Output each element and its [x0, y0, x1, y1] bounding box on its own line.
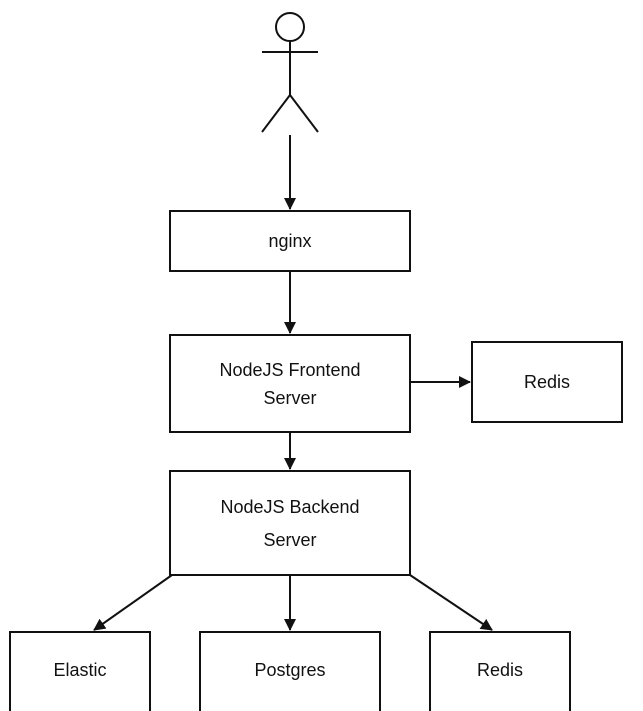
edge-backend-redis	[409, 574, 493, 631]
redis-bottom-box	[429, 631, 571, 711]
elastic-box	[9, 631, 151, 711]
redis-top-box	[471, 341, 623, 423]
frontend-box	[169, 334, 411, 433]
backend-box	[169, 470, 411, 576]
nginx-box	[169, 210, 411, 272]
redis-top-label: Redis	[524, 372, 570, 392]
backend-label-line2: Server	[263, 530, 316, 550]
redis-bottom-label: Redis	[477, 660, 523, 680]
frontend-label-line1: NodeJS Frontend	[219, 360, 360, 380]
frontend-label-line2: Server	[263, 388, 316, 408]
person-icon	[261, 12, 319, 133]
postgres-box	[199, 631, 381, 711]
edge-backend-elastic	[93, 574, 173, 631]
backend-label-line1: NodeJS Backend	[220, 497, 359, 517]
postgres-label: Postgres	[254, 660, 325, 680]
elastic-label: Elastic	[53, 660, 106, 680]
nginx-label: nginx	[268, 231, 311, 251]
